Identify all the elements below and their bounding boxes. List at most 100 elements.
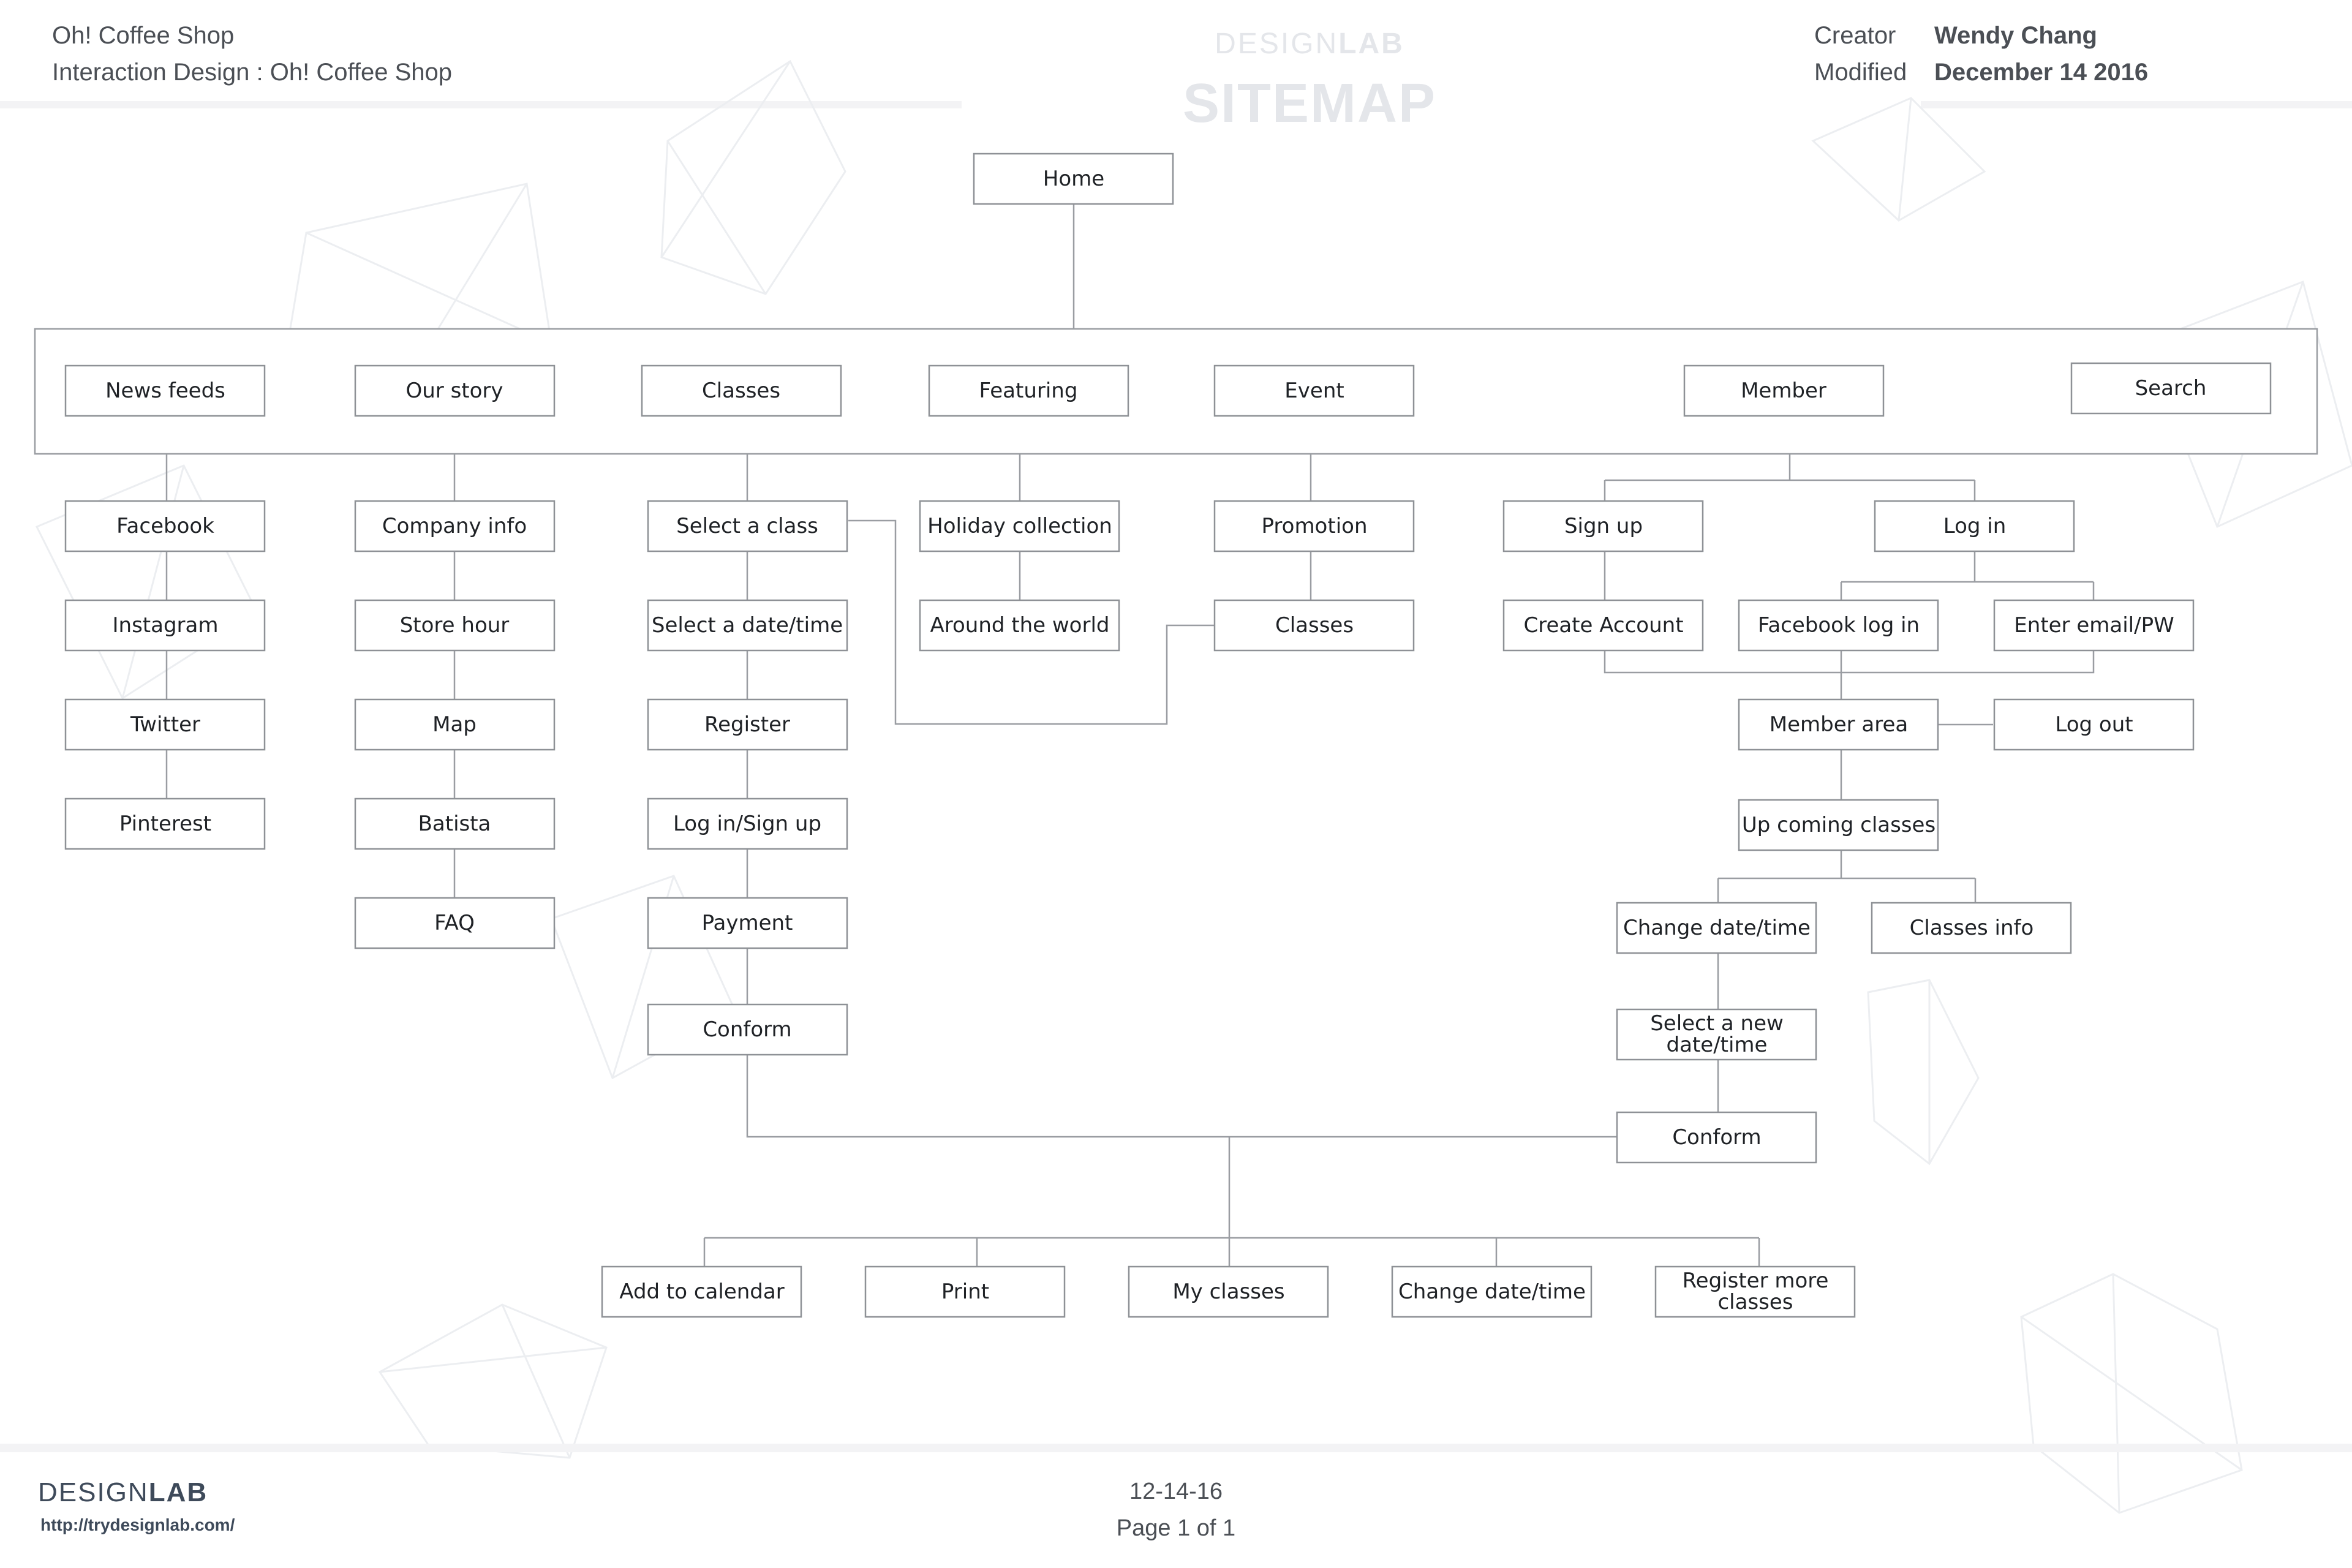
node-instagram-label: Instagram [113, 613, 219, 638]
node-faq-label: FAQ [434, 911, 475, 935]
node-member-area[interactable]: Member area [1738, 698, 1939, 751]
node-promotion[interactable]: Promotion [1213, 500, 1415, 552]
node-facebook-login[interactable]: Facebook log in [1738, 599, 1939, 652]
node-upcoming-classes[interactable]: Up coming classes [1738, 799, 1939, 851]
node-register[interactable]: Register [647, 698, 848, 751]
node-company-info-label: Company info [382, 514, 527, 538]
project-subtitle: Interaction Design : Oh! Coffee Shop [52, 59, 452, 86]
designlab-logo: DESIGNLAB [38, 1477, 208, 1508]
node-holiday-collection[interactable]: Holiday collection [919, 500, 1120, 552]
designlab-url: http://trydesignlab.com/ [40, 1515, 235, 1534]
node-log-in[interactable]: Log in [1874, 500, 2075, 552]
project-name: Oh! Coffee Shop [52, 22, 235, 49]
node-our-story[interactable]: Our story [354, 364, 556, 417]
node-news-feeds-label: News feeds [105, 379, 225, 403]
node-register-more-line1: Register more [1683, 1268, 1829, 1293]
node-search[interactable]: Search [2070, 362, 2272, 415]
brand-bold: LAB [1338, 28, 1404, 60]
footer-page-number: Page 1 of 1 [1116, 1515, 1236, 1541]
node-our-story-label: Our story [405, 379, 503, 403]
footer-page-info: 12-14-16 Page 1 of 1 [992, 1473, 1360, 1547]
footer-brand-light: DESIGN [38, 1477, 149, 1507]
node-home[interactable]: Home [973, 153, 1174, 205]
node-facebook-label: Facebook [116, 514, 214, 538]
node-select-new-line2: date/time [1667, 1033, 1768, 1057]
node-print[interactable]: Print [864, 1265, 1066, 1318]
node-register-label: Register [704, 712, 790, 737]
node-my-classes-label: My classes [1172, 1280, 1284, 1304]
node-event-classes[interactable]: Classes [1213, 599, 1415, 652]
node-log-out[interactable]: Log out [1993, 698, 2195, 751]
node-member[interactable]: Member [1683, 364, 1885, 417]
node-batista[interactable]: Batista [354, 797, 556, 850]
footer-date: 12-14-16 [1129, 1479, 1223, 1504]
brand-logo-top: DESIGNLAB [960, 27, 1659, 61]
footer-brand-bold: LAB [148, 1477, 208, 1507]
node-facebook-login-label: Facebook log in [1758, 613, 1920, 638]
node-login-signup[interactable]: Log in/Sign up [647, 797, 848, 850]
node-map[interactable]: Map [354, 698, 556, 751]
node-classes[interactable]: Classes [641, 364, 842, 417]
node-member-area-label: Member area [1770, 712, 1908, 737]
node-select-datetime[interactable]: Select a date/time [647, 599, 848, 652]
creator-value: Wendy Chang [1934, 22, 2097, 49]
node-sign-up[interactable]: Sign up [1502, 500, 1704, 552]
node-store-hour[interactable]: Store hour [354, 599, 556, 652]
node-conform[interactable]: Conform [647, 1003, 848, 1056]
creator-label: Creator [1814, 22, 1896, 49]
node-log-in-label: Log in [1943, 514, 2007, 538]
node-event[interactable]: Event [1213, 364, 1415, 417]
node-enter-email-label: Enter email/PW [2014, 613, 2174, 638]
node-company-info[interactable]: Company info [354, 500, 556, 552]
node-create-account[interactable]: Create Account [1502, 599, 1704, 652]
connector-lines [165, 204, 2095, 1267]
node-home-label: Home [1043, 167, 1104, 191]
modified-label: Modified [1814, 59, 1907, 86]
node-batista-label: Batista [418, 812, 491, 836]
node-member-conform[interactable]: Conform [1616, 1111, 1817, 1164]
node-featuring-label: Featuring [979, 379, 1078, 403]
node-my-classes[interactable]: My classes [1128, 1265, 1329, 1318]
node-pinterest-label: Pinterest [119, 812, 211, 836]
title-mask [962, 92, 1921, 116]
node-classes-label: Classes [702, 379, 780, 403]
node-login-signup-label: Log in/Sign up [673, 812, 821, 836]
node-map-label: Map [432, 712, 477, 737]
node-news-feeds[interactable]: News feeds [64, 364, 266, 417]
node-sign-up-label: Sign up [1564, 514, 1643, 538]
node-add-to-calendar-label: Add to calendar [619, 1280, 784, 1304]
page-title: SITEMAP [1182, 73, 1437, 134]
brand-light: DESIGN [1215, 28, 1339, 60]
node-around-the-world[interactable]: Around the world [919, 599, 1120, 652]
node-change-datetime-final[interactable]: Change date/time [1391, 1265, 1593, 1318]
node-promotion-label: Promotion [1262, 514, 1368, 538]
node-search-label: Search [2135, 376, 2207, 401]
node-change-datetime-final-label: Change date/time [1398, 1280, 1586, 1304]
node-twitter[interactable]: Twitter [64, 698, 266, 751]
node-pinterest[interactable]: Pinterest [64, 797, 266, 850]
node-instagram[interactable]: Instagram [64, 599, 266, 652]
node-payment-label: Payment [702, 911, 793, 935]
node-upcoming-classes-label: Up coming classes [1742, 813, 1936, 837]
node-register-more-line2: classes [1717, 1290, 1793, 1314]
node-faq[interactable]: FAQ [354, 897, 556, 949]
node-select-class[interactable]: Select a class [647, 500, 848, 552]
footer-divider [0, 1444, 2352, 1452]
node-select-class-label: Select a class [676, 514, 818, 538]
node-twitter-label: Twitter [130, 712, 200, 737]
node-payment[interactable]: Payment [647, 897, 848, 949]
header-project-info: Oh! Coffee Shop Interaction Design : Oh!… [52, 17, 452, 91]
node-facebook[interactable]: Facebook [64, 500, 266, 552]
node-change-datetime-label: Change date/time [1623, 916, 1811, 940]
node-around-the-world-label: Around the world [930, 613, 1109, 638]
node-holiday-collection-label: Holiday collection [927, 514, 1112, 538]
node-featuring[interactable]: Featuring [928, 364, 1129, 417]
node-change-datetime[interactable]: Change date/time [1616, 902, 1817, 954]
node-classes-info[interactable]: Classes info [1871, 902, 2072, 954]
node-enter-email[interactable]: Enter email/PW [1993, 599, 2195, 652]
node-member-conform-label: Conform [1672, 1125, 1761, 1150]
node-add-to-calendar[interactable]: Add to calendar [601, 1265, 802, 1318]
